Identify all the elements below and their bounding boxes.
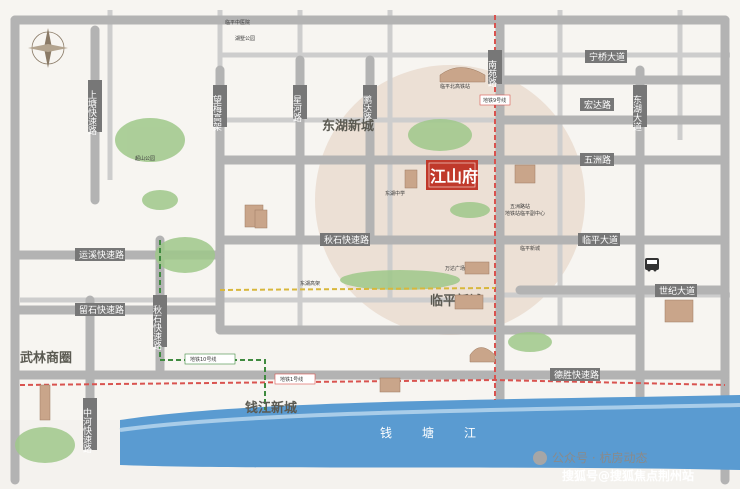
landmark-buildings [39, 67, 694, 421]
project-marker[interactable]: 江山府 [426, 160, 478, 190]
svg-text:东湖大道: 东湖大道 [631, 94, 642, 132]
svg-text:临平北高铁站: 临平北高铁站 [440, 83, 470, 90]
green-parks [15, 118, 552, 463]
svg-text:公众号 · 杭房动态: 公众号 · 杭房动态 [552, 450, 647, 465]
road-labels: 上塘快速路 望梅高架 星河路 鹂达路 南苑路 宁桥大道 宏达路 五洲路 东湖大道… [75, 50, 697, 454]
svg-text:东湖中学: 东湖中学 [385, 190, 405, 197]
svg-text:东湖高架: 东湖高架 [300, 280, 320, 287]
svg-text:地铁站: 地铁站 [505, 210, 520, 217]
svg-text:五洲路站: 五洲路站 [510, 203, 530, 210]
svg-text:秋石快速路: 秋石快速路 [324, 234, 369, 246]
metro-labels: 地铁10号线 地铁1号线 地铁9号线 [184, 94, 511, 385]
svg-text:地铁10号线: 地铁10号线 [190, 356, 216, 363]
bus-icon [645, 258, 659, 272]
svg-text:临平大道: 临平大道 [582, 234, 618, 246]
svg-text:望梅高架: 望梅高架 [211, 94, 222, 132]
qiantang-river [120, 395, 740, 470]
svg-text:超山公园: 超山公园 [135, 155, 155, 162]
svg-text:宁桥大道: 宁桥大道 [589, 51, 625, 63]
svg-text:临平中医院: 临平中医院 [225, 19, 250, 26]
svg-text:临平副中心: 临平副中心 [520, 210, 545, 217]
svg-text:地铁9号线: 地铁9号线 [483, 97, 506, 104]
svg-text:鹂达路: 鹂达路 [361, 94, 372, 123]
sohu-watermark: 搜狐号@搜狐焦点荆州站 [562, 468, 694, 483]
district-label-donghu: 东湖新城 [322, 118, 374, 134]
radius-circle [315, 65, 585, 335]
svg-text:地铁1号线: 地铁1号线 [280, 376, 303, 383]
wechat-watermark: 公众号 · 杭房动态 [533, 450, 647, 465]
svg-text:湖墅公园: 湖墅公园 [235, 35, 255, 42]
district-label-wulin: 武林商圈 [20, 350, 72, 366]
river-label: 钱塘江 [380, 425, 506, 440]
svg-text:宏达路: 宏达路 [584, 99, 611, 111]
svg-text:万达广场: 万达广场 [445, 265, 465, 272]
svg-text:南苑路: 南苑路 [486, 59, 497, 88]
svg-text:德胜快速路: 德胜快速路 [554, 369, 599, 381]
svg-text:世纪大道: 世纪大道 [659, 285, 695, 297]
svg-text:留石快速路: 留石快速路 [79, 304, 124, 316]
poi-labels: 临平中医院 湖墅公园 临平副中心 临平北高铁站 临平新城 东湖中学 超山公园 万… [135, 19, 545, 287]
svg-text:中河快速路: 中河快速路 [81, 407, 92, 454]
svg-text:秋石快速路: 秋石快速路 [151, 304, 162, 351]
project-name: 江山府 [430, 167, 478, 186]
svg-text:临平新城: 临平新城 [520, 245, 540, 252]
svg-text:五洲路: 五洲路 [584, 154, 611, 166]
svg-text:星河路: 星河路 [291, 95, 302, 123]
wechat-logo-icon [533, 451, 547, 465]
svg-text:上塘快速路: 上塘快速路 [86, 90, 97, 136]
metro-line-1 [19, 378, 726, 386]
district-label-qianjiang: 钱江新城 [245, 400, 297, 416]
compass-rose-icon [28, 28, 68, 68]
svg-text:运溪快速路: 运溪快速路 [79, 249, 124, 261]
metro-line-yellow [219, 287, 496, 291]
river-highlight [119, 403, 740, 432]
